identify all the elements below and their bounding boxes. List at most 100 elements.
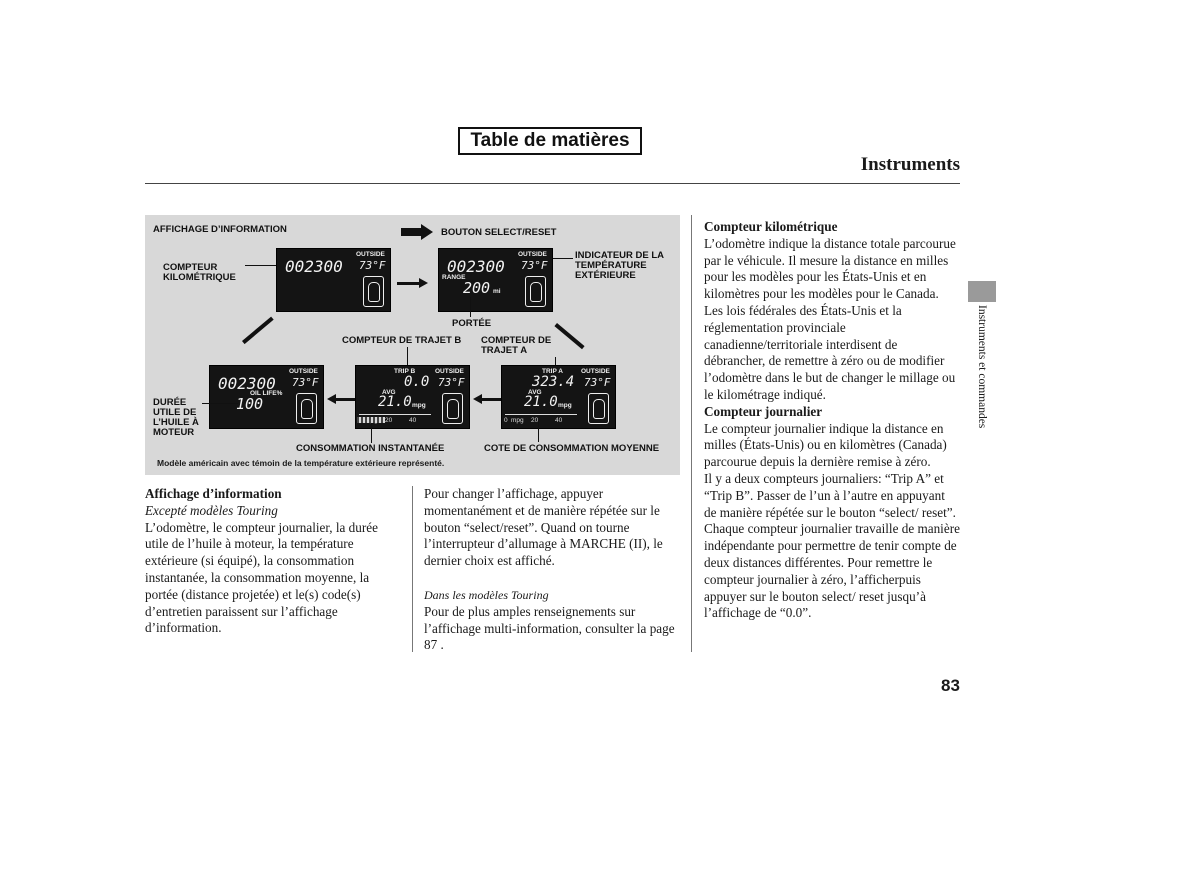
range-unit: mi [493, 288, 501, 295]
display-trip-b: TRIP B 0.0 AVG 21.0 mpg 0 mpg 20 40 OUTS… [355, 365, 470, 429]
display-range: 002300 RANGE 200 mi OUTSIDE 73°F [438, 248, 553, 312]
flow-arrowhead [419, 278, 428, 288]
mpg-unit: mpg [412, 402, 426, 409]
label-odometer-1: COMPTEUR [163, 262, 218, 273]
label-outside-temp-3: EXTÉRIEURE [575, 270, 636, 281]
label-outside-temp-2: TEMPÉRATURE [575, 260, 647, 271]
scale-40: 40 [409, 417, 417, 424]
oil-life-label: OIL LIFE% [250, 390, 283, 397]
scale-20: 20 [385, 417, 393, 424]
subheading-except-touring: Excepté modèles Touring [145, 502, 278, 518]
mpg-value: 21.0 [378, 394, 412, 410]
outside-temp: 73°F [359, 259, 386, 272]
paragraph-two-trip-meters: Il y a deux compteurs journaliers: “Trip… [704, 470, 956, 520]
select-reset-arrowhead [421, 224, 433, 240]
trip-b-label: TRIP B [394, 368, 416, 375]
label-instant: CONSOMMATION INSTANTANÉE [296, 443, 445, 454]
select-reset-arrow [401, 228, 421, 236]
display-trip-a: TRIP A 323.4 AVG 21.0 mpg 0 mpg 20 40 OU… [501, 365, 616, 429]
page-number: 83 [941, 676, 960, 695]
car-icon [525, 276, 546, 307]
label-select-reset: BOUTON SELECT/RESET [441, 227, 557, 238]
trip-b-value: 0.0 [404, 374, 430, 390]
column-2: Pour changer l’affichage, appuyer moment… [424, 486, 682, 654]
header-rule [145, 183, 960, 184]
outside-label: OUTSIDE [356, 251, 385, 258]
trip-a-value: 323.4 [532, 374, 575, 390]
range-odometer-value: 002300 [447, 257, 505, 276]
label-average: COTE DE CONSOMMATION MOYENNE [484, 443, 660, 454]
paragraph-info-display: L’odomètre, le compteur journalier, la d… [145, 519, 378, 636]
outside-temp: 73°F [438, 376, 465, 389]
info-display-figure: AFFICHAGE D’INFORMATION BOUTON SELECT/RE… [145, 215, 680, 475]
trip-a-leader [555, 357, 556, 367]
scale-20: 20 [531, 417, 539, 424]
paragraph-odometer: L’odomètre indique la distance totale pa… [704, 235, 956, 402]
outside-label: OUTSIDE [518, 251, 547, 258]
mpg-unit: mpg [558, 402, 572, 409]
display-oil-life: 002300 OIL LIFE% 100 OUTSIDE 73°F [209, 365, 324, 429]
column-divider [691, 215, 692, 652]
label-trip-a-1: COMPTEUR DE [481, 335, 552, 346]
column-1: Affichage d’information Excepté modèles … [145, 486, 397, 637]
instant-leader [371, 423, 372, 443]
flow-arrow-down [554, 323, 585, 350]
figure-caption: Modèle américain avec témoin de la tempé… [157, 458, 445, 468]
outside-temp: 73°F [521, 259, 548, 272]
paragraph-trip-meter: Le compteur journalier indique la distan… [704, 420, 947, 470]
label-info-display: AFFICHAGE D’INFORMATION [153, 224, 287, 235]
outside-label: OUTSIDE [435, 368, 464, 375]
scale-0: 0 [504, 417, 508, 424]
trip-b-leader [407, 347, 408, 367]
flow-arrow-left [335, 398, 355, 401]
subheading-touring: Dans les modèles Touring [424, 587, 549, 602]
outside-label: OUTSIDE [289, 368, 318, 375]
oil-odometer-value: 002300 [218, 374, 276, 393]
scale-mpg: mpg [511, 417, 524, 424]
chapter-tab[interactable] [968, 281, 996, 302]
mpg-value: 21.0 [524, 394, 558, 410]
car-icon [588, 393, 609, 424]
label-oil-4: MOTEUR [153, 427, 195, 438]
paragraph-change-display: Pour changer l’affichage, appuyer moment… [424, 486, 663, 569]
trip-a-label: TRIP A [542, 368, 563, 375]
flow-arrowhead [473, 394, 482, 404]
heading-info-display: Affichage d’information [145, 486, 282, 501]
odometer-value: 002300 [285, 257, 343, 276]
range-leader [470, 297, 471, 317]
oil-life-value: 100 [236, 395, 264, 413]
label-trip-a-2: TRAJET A [481, 345, 528, 356]
heading-odometer: Compteur kilométrique [704, 219, 838, 234]
label-range: PORTÉE [452, 318, 492, 329]
label-oil-2: UTILE DE [153, 407, 197, 418]
label-odometer-2: KILOMÉTRIQUE [163, 272, 236, 283]
mpg-scale-bar [359, 414, 431, 415]
car-icon [442, 393, 463, 424]
flow-arrow-right [397, 282, 421, 285]
avg-label: AVG [382, 389, 396, 396]
mpg-scale-bar [505, 414, 577, 415]
label-outside-temp-1: INDICATEUR DE LA [575, 250, 665, 261]
range-value: 200 [463, 279, 491, 297]
outside-temp: 73°F [292, 376, 319, 389]
table-of-contents-link[interactable]: Table de matières [458, 127, 642, 155]
paragraph-multi-info: Pour de plus amples renseignements sur l… [424, 603, 675, 653]
avg-label: AVG [528, 389, 542, 396]
flow-arrowhead [327, 394, 336, 404]
column-3: Compteur kilométrique L’odomètre indique… [704, 219, 960, 622]
flow-arrow-up [242, 316, 274, 345]
column-divider [412, 486, 413, 652]
display-odometer: 002300 OUTSIDE 73°F [276, 248, 391, 312]
odometer-leader [245, 265, 283, 266]
instant-gauge [357, 417, 385, 423]
outside-label: OUTSIDE [581, 368, 610, 375]
outside-temp: 73°F [584, 376, 611, 389]
oil-leader [202, 403, 238, 404]
label-oil-3: L’HUILE À [153, 417, 199, 428]
chapter-tab-label: Instruments et commandes [976, 305, 988, 429]
scale-40: 40 [555, 417, 563, 424]
label-trip-b: COMPTEUR DE TRAJET B [342, 335, 462, 346]
label-oil-1: DURÉE [153, 397, 187, 408]
flow-arrow-left [481, 398, 501, 401]
heading-trip-meter: Compteur journalier [704, 403, 823, 419]
